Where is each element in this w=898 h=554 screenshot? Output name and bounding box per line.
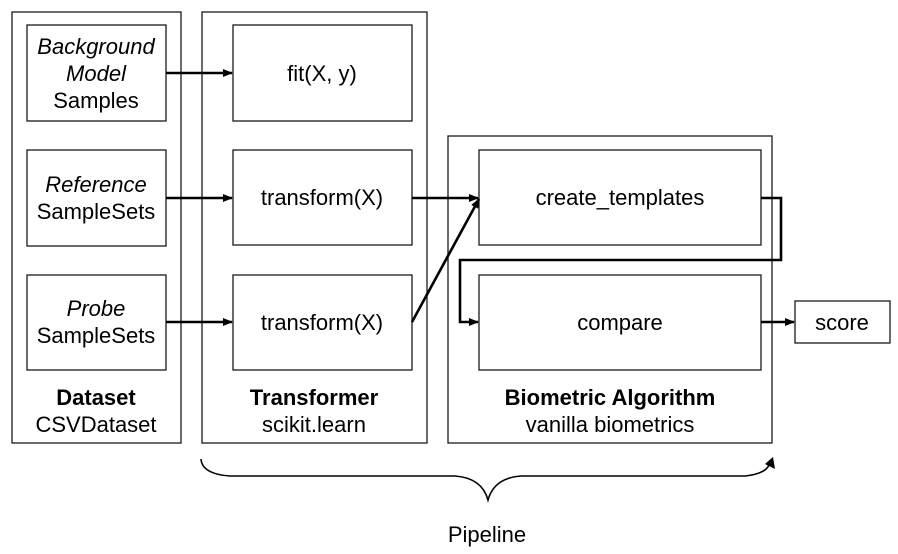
background-model-label-2: Model	[66, 61, 127, 86]
transformer-title: Transformer	[250, 385, 379, 410]
dataset-group: Background Model Samples Reference Sampl…	[11, 11, 182, 444]
transform-probe-label: transform(X)	[261, 310, 383, 335]
reference-label-1: Reference	[45, 172, 147, 197]
background-model-label-3: Samples	[53, 88, 139, 113]
pipeline-brace	[200, 458, 770, 504]
score-label: score	[815, 310, 869, 335]
probe-samplesets-box	[26, 274, 167, 371]
reference-samplesets-box	[26, 149, 167, 247]
background-model-box	[26, 24, 167, 122]
algorithm-title: Biometric Algorithm	[505, 385, 716, 410]
pipeline-label: Pipeline	[448, 522, 526, 547]
transform-reference-label: transform(X)	[261, 185, 383, 210]
background-model-label-1: Background	[37, 34, 155, 59]
transformer-subtitle: scikit.learn	[262, 412, 366, 437]
dataset-subtitle: CSVDataset	[35, 412, 156, 437]
probe-label-2: SampleSets	[37, 323, 156, 348]
create-templates-label: create_templates	[536, 185, 705, 210]
dataset-title: Dataset	[56, 385, 136, 410]
algorithm-group: create_templates compare Biometric Algor…	[447, 135, 773, 444]
fit-label: fit(X, y)	[287, 61, 357, 86]
algorithm-subtitle: vanilla biometrics	[526, 412, 695, 437]
reference-label-2: SampleSets	[37, 199, 156, 224]
fit-box	[232, 24, 413, 122]
probe-label-1: Probe	[67, 296, 126, 321]
score-box	[794, 300, 891, 344]
transform-reference-box	[232, 149, 413, 246]
compare-label: compare	[577, 310, 663, 335]
transform-probe-box	[232, 274, 413, 371]
pipeline-brace-arrowhead	[765, 457, 775, 469]
arrows	[166, 69, 795, 326]
arrow-templates-to-compare	[458, 196, 783, 326]
compare-box	[478, 274, 762, 371]
transformer-group: fit(X, y) transform(X) transform(X) Tran…	[201, 11, 428, 444]
arrow-probe-transform-to-create-templates	[410, 198, 481, 323]
create-templates-box	[478, 149, 762, 246]
